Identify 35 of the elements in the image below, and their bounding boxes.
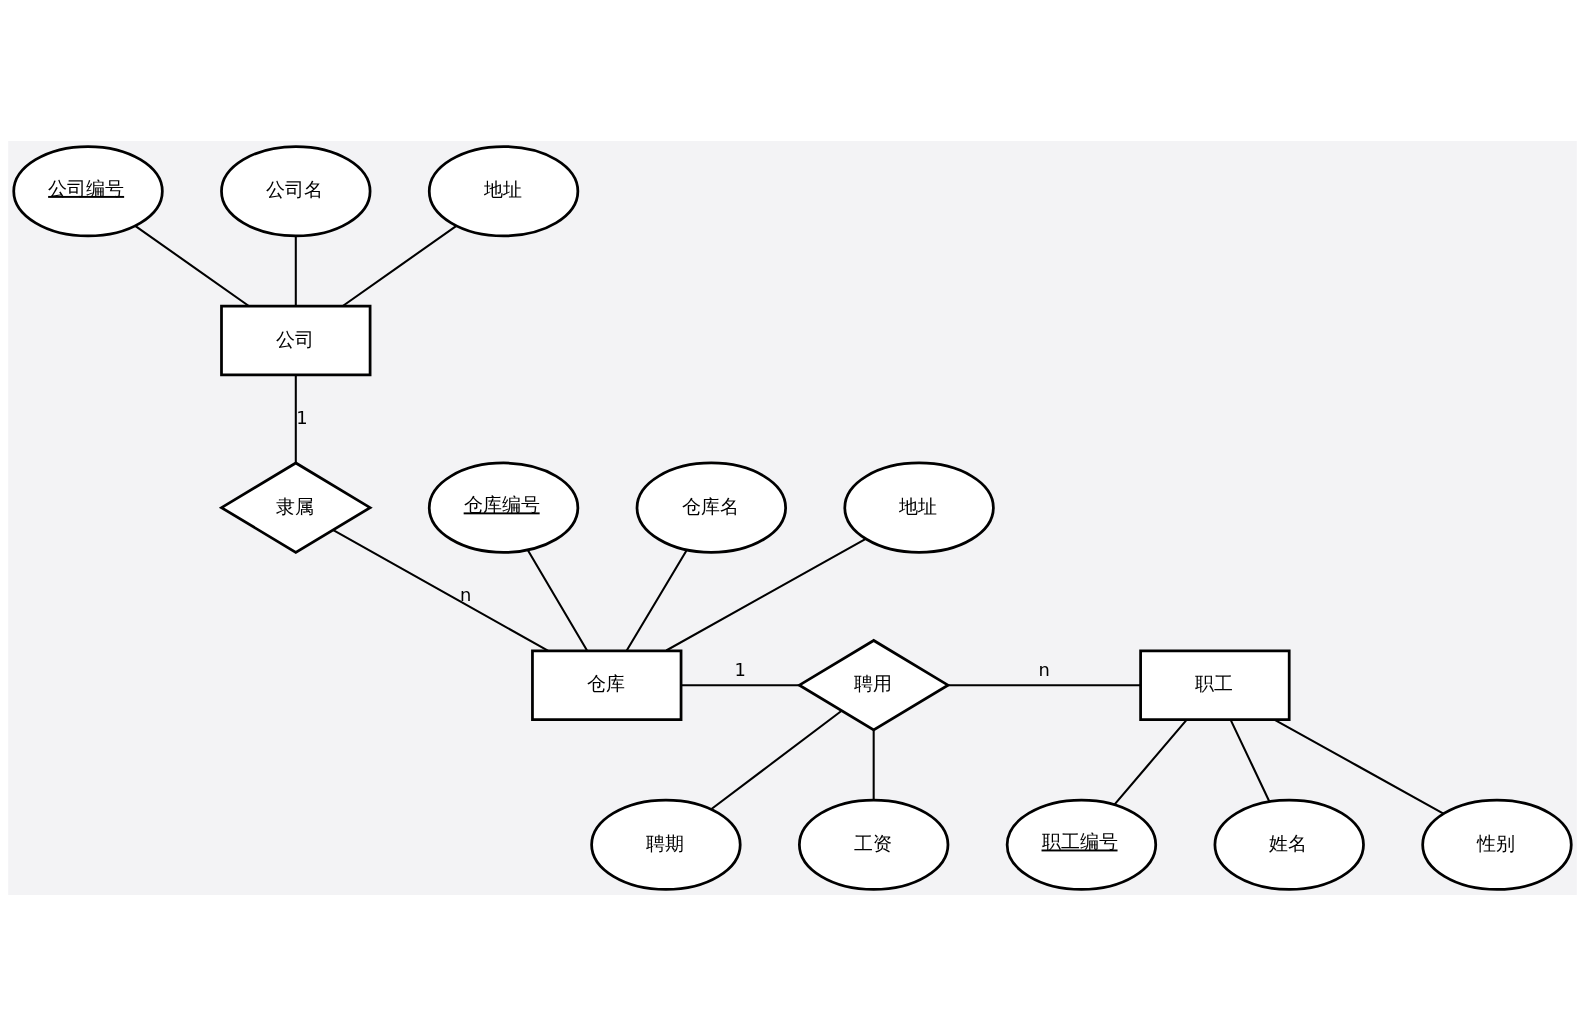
connector bbox=[1229, 719, 1271, 802]
connector bbox=[294, 236, 297, 306]
connector bbox=[134, 225, 250, 307]
node-ellipse: 公司名 bbox=[220, 145, 372, 238]
node-ellipse: 地址 bbox=[843, 461, 995, 554]
node-ellipse: 职工编号 bbox=[1005, 798, 1158, 891]
edge-label: n bbox=[460, 584, 472, 606]
connector bbox=[332, 529, 549, 652]
node-box: 仓库 bbox=[531, 649, 683, 721]
node-ellipse: 仓库名 bbox=[635, 461, 787, 554]
connector bbox=[681, 684, 800, 687]
node-ellipse: 公司编号 bbox=[12, 145, 164, 238]
edge-label: 1 bbox=[734, 659, 746, 681]
node-diamond: 隶属 bbox=[218, 461, 373, 554]
connector bbox=[342, 225, 457, 307]
connector bbox=[1113, 719, 1188, 806]
edge-label: 1 bbox=[296, 406, 308, 428]
node-ellipse: 姓名 bbox=[1213, 798, 1365, 891]
connector bbox=[872, 730, 875, 800]
connector bbox=[665, 538, 867, 652]
connector bbox=[1274, 718, 1444, 815]
node-diamond: 聘用 bbox=[796, 638, 951, 732]
node-ellipse: 性别 bbox=[1421, 798, 1573, 891]
node-box: 公司 bbox=[220, 304, 372, 377]
connector bbox=[526, 549, 589, 652]
node-box: 职工 bbox=[1139, 649, 1291, 721]
connector bbox=[294, 375, 297, 463]
node-ellipse: 地址 bbox=[427, 145, 580, 238]
connector bbox=[948, 684, 1141, 687]
connector bbox=[710, 709, 843, 810]
node-ellipse: 仓库编号 bbox=[427, 461, 580, 554]
connector bbox=[625, 549, 688, 652]
edge-label: n bbox=[1038, 659, 1050, 681]
node-ellipse: 聘期 bbox=[590, 798, 742, 891]
node-ellipse: 工资 bbox=[798, 798, 950, 891]
